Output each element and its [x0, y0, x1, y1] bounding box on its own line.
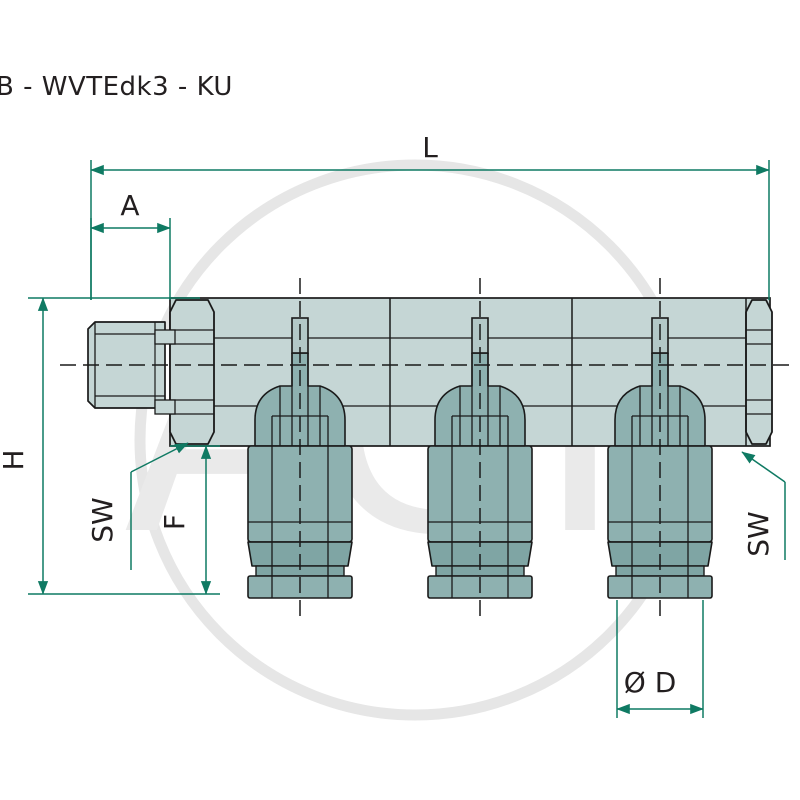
leader-label-sw-left: SW — [86, 497, 119, 542]
leader-label-sw-right: SW — [742, 511, 775, 556]
hex-nut-left — [154, 299, 215, 445]
dimension-label-A: A — [120, 189, 139, 222]
dimension-label-F: F — [158, 514, 191, 530]
dimension-lines — [28, 160, 786, 718]
hex-nut-right — [745, 298, 773, 446]
dimension-label-H: H — [0, 449, 30, 470]
dimension-label-D: Ø D — [624, 666, 677, 699]
dimension-labels: L A H F Ø D SW SW — [0, 131, 775, 699]
dimension-label-L: L — [422, 131, 438, 164]
centerlines — [60, 278, 790, 620]
page-title: B - WVTEdk3 - KU — [0, 72, 233, 102]
